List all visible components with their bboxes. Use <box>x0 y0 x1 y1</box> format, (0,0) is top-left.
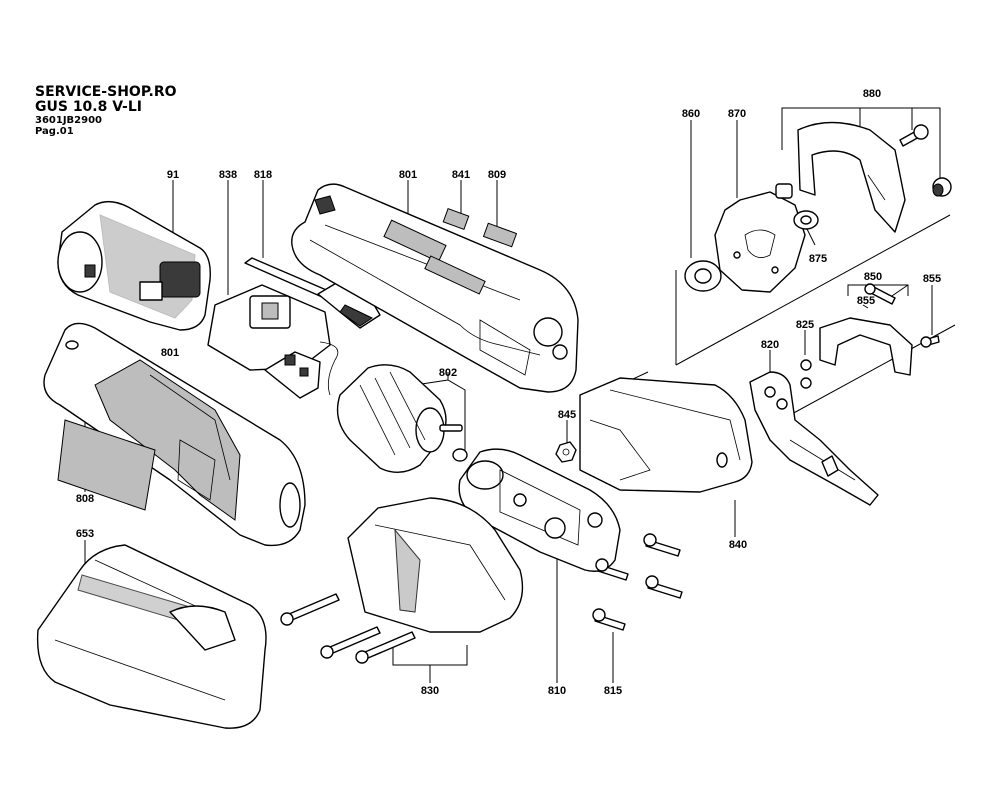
label-830: 830 <box>421 685 439 697</box>
shop-name: SERVICE-SHOP.RO <box>35 84 177 100</box>
label-91: 91 <box>167 169 179 181</box>
label-838: 838 <box>219 169 237 181</box>
label-880: 880 <box>863 88 881 100</box>
part-labels: 91 838 818 801 841 809 860 870 880 875 8… <box>76 88 941 697</box>
label-818: 818 <box>254 169 272 181</box>
drawing-header: SERVICE-SHOP.RO GUS 10.8 V-LI 3601JB2900… <box>35 85 177 137</box>
sanding-plate <box>714 191 806 293</box>
label-802: 802 <box>439 367 457 379</box>
label-841: 841 <box>452 169 470 181</box>
battery-charger <box>36 544 267 729</box>
electronic-module <box>207 284 339 399</box>
article-code: 3601JB2900 <box>35 115 103 126</box>
depth-guard-assembly <box>775 121 952 233</box>
label-855-left: 855 <box>857 295 875 307</box>
label-810: 810 <box>548 685 566 697</box>
label-815: 815 <box>604 685 622 697</box>
dc-motor <box>336 364 468 473</box>
label-850: 850 <box>864 271 882 283</box>
battery-pack <box>57 200 211 331</box>
front-cover <box>579 377 753 493</box>
nameplate-label <box>57 419 156 511</box>
label-653: 653 <box>76 528 94 540</box>
nose-cover <box>347 497 524 633</box>
label-845: 845 <box>558 409 576 421</box>
hex-nut <box>555 441 577 463</box>
bracket-850 <box>819 283 940 376</box>
label-801-upper: 801 <box>399 169 417 181</box>
spacer-disc <box>793 210 819 230</box>
label-875: 875 <box>809 253 827 265</box>
flange-washer <box>684 260 722 292</box>
screws-825 <box>800 359 812 389</box>
housing-half-upper <box>291 183 579 393</box>
label-870: 870 <box>728 108 746 120</box>
screws-815 <box>592 533 683 631</box>
housing-half-lower <box>43 322 306 547</box>
sole-blade-820 <box>749 371 879 506</box>
label-855-right: 855 <box>923 273 941 285</box>
label-840: 840 <box>729 539 747 551</box>
label-860: 860 <box>682 108 700 120</box>
label-808: 808 <box>76 493 94 505</box>
screws-830 <box>280 593 416 664</box>
leader-lines <box>84 107 956 683</box>
model-name: GUS 10.8 V-LI <box>35 99 142 115</box>
label-809: 809 <box>488 169 506 181</box>
page-number: Pag.01 <box>35 126 74 137</box>
label-825: 825 <box>796 319 814 331</box>
gear-head-housing <box>458 448 621 572</box>
label-820: 820 <box>761 339 779 351</box>
label-801-lower: 801 <box>161 347 179 359</box>
